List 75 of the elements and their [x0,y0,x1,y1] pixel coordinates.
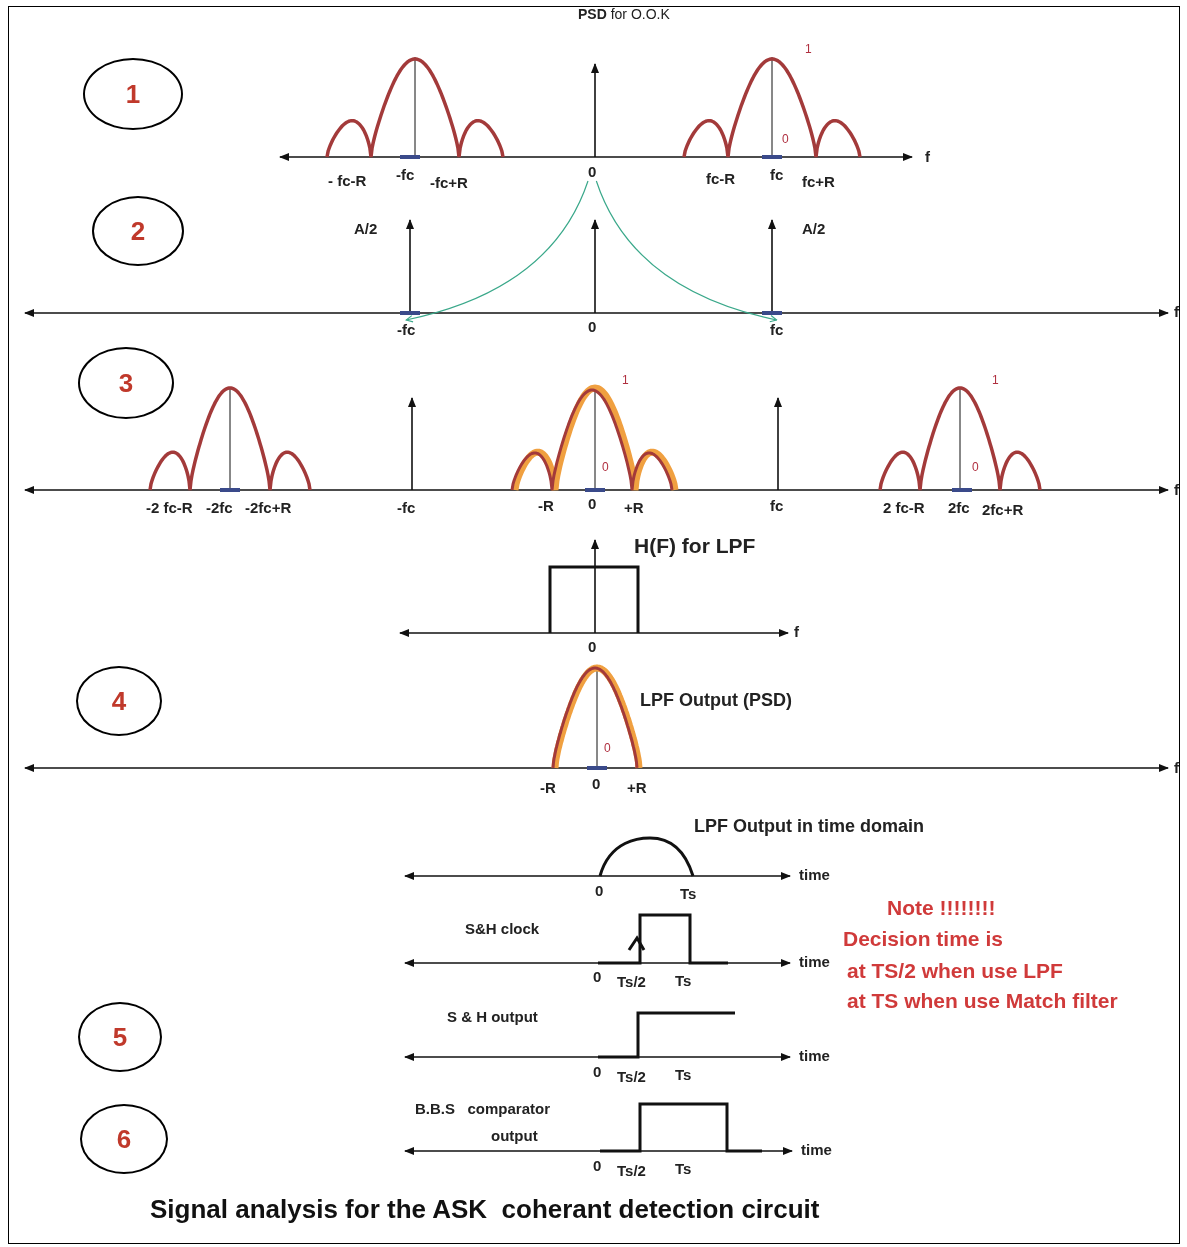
axis-label: -fc [397,499,416,517]
level-mark: 0 [602,460,609,475]
level-mark: 1 [992,373,999,388]
axis-label: f [1174,481,1179,499]
axis-label: time [799,866,830,884]
axis-label: 0 [588,638,597,656]
level-mark: 1 [805,42,812,57]
axis-label: fc+R [802,173,835,191]
axis-label: time [799,953,830,971]
note-text: at TS/2 when use LPF [847,958,1063,984]
curved-arrow [595,180,778,323]
axis-label: f [1174,303,1179,321]
axis-value: -fc [397,321,416,339]
axis-label: S&H clock [465,920,540,938]
level-mark: 0 [782,132,789,147]
note-text: Decision time is [843,926,1003,952]
axis-label: 0 [595,882,604,900]
axis-label: Ts [675,972,692,990]
curved-arrow [405,180,589,323]
axis-label: Ts/2 [617,1162,646,1180]
axis-label: 0 [588,495,597,513]
axis-label: -2 fc-R [146,499,193,517]
axis-label: f [794,623,799,641]
step-number-circle: 1 [83,58,183,130]
axis-label: Ts/2 [617,1068,646,1086]
step-number-circle: 4 [76,666,162,736]
axis-label: 0 [593,1157,602,1175]
axis-label: +R [627,779,647,797]
axis-label: H(F) for LPF [634,533,756,559]
level-mark: 0 [604,741,611,756]
axis-label: -2fc [206,499,233,517]
step-number-circle: 3 [78,347,174,419]
axis-label: fc [770,497,784,515]
axis-label: -2fc+R [245,499,292,517]
axis-label: time [799,1047,830,1065]
note-text: at TS when use Match filter [847,988,1118,1014]
axis-label: S & H output [447,1008,538,1026]
axis-label: 2 fc-R [883,499,925,517]
axis-label: fc [770,166,784,184]
axis-label: A/2 [354,220,378,238]
axis-label: +R [624,499,644,517]
axis-value: fc [770,321,784,339]
axis-label: -R [540,779,556,797]
step-number-circle: 5 [78,1002,162,1072]
axis-label: 0 [593,968,602,986]
axis-label: Ts [675,1066,692,1084]
level-mark: 0 [972,460,979,475]
axis-label: Ts [675,1160,692,1178]
axis-label: 0 [593,1063,602,1081]
axis-label: 2fc+R [982,501,1024,519]
axis-label: 0 [592,775,601,793]
axis-label: f [1174,759,1179,777]
axis-label: fc-R [706,170,736,188]
axis-label: f [925,148,930,166]
axis-label: Ts [680,885,697,903]
step-number-circle: 6 [80,1104,168,1174]
axis-label: -fc [396,166,415,184]
axis-label: output [491,1127,538,1145]
axis-label: A/2 [802,220,826,238]
caption: Signal analysis for the ASK coherant detection circuit [150,1193,820,1226]
axis-label: Ts/2 [617,973,646,991]
note-text: Note !!!!!!!! [887,895,996,921]
axis-label: 2fc [948,499,970,517]
axis-label: LPF Output in time domain [694,816,924,838]
axis-label: LPF Output (PSD) [640,690,792,712]
axis-label: - fc-R [328,172,367,190]
axis-value: 0 [588,163,597,181]
axis-label: 0 [588,318,597,336]
axis-label: time [801,1141,832,1159]
axis-label: -fc+R [430,174,468,192]
axis-label: B.B.S comparator [415,1100,551,1118]
step-number-circle: 2 [92,196,184,266]
axis-label: -R [538,497,554,515]
level-mark: 1 [622,373,629,388]
axis-label: PSD for O.O.K [578,6,670,23]
